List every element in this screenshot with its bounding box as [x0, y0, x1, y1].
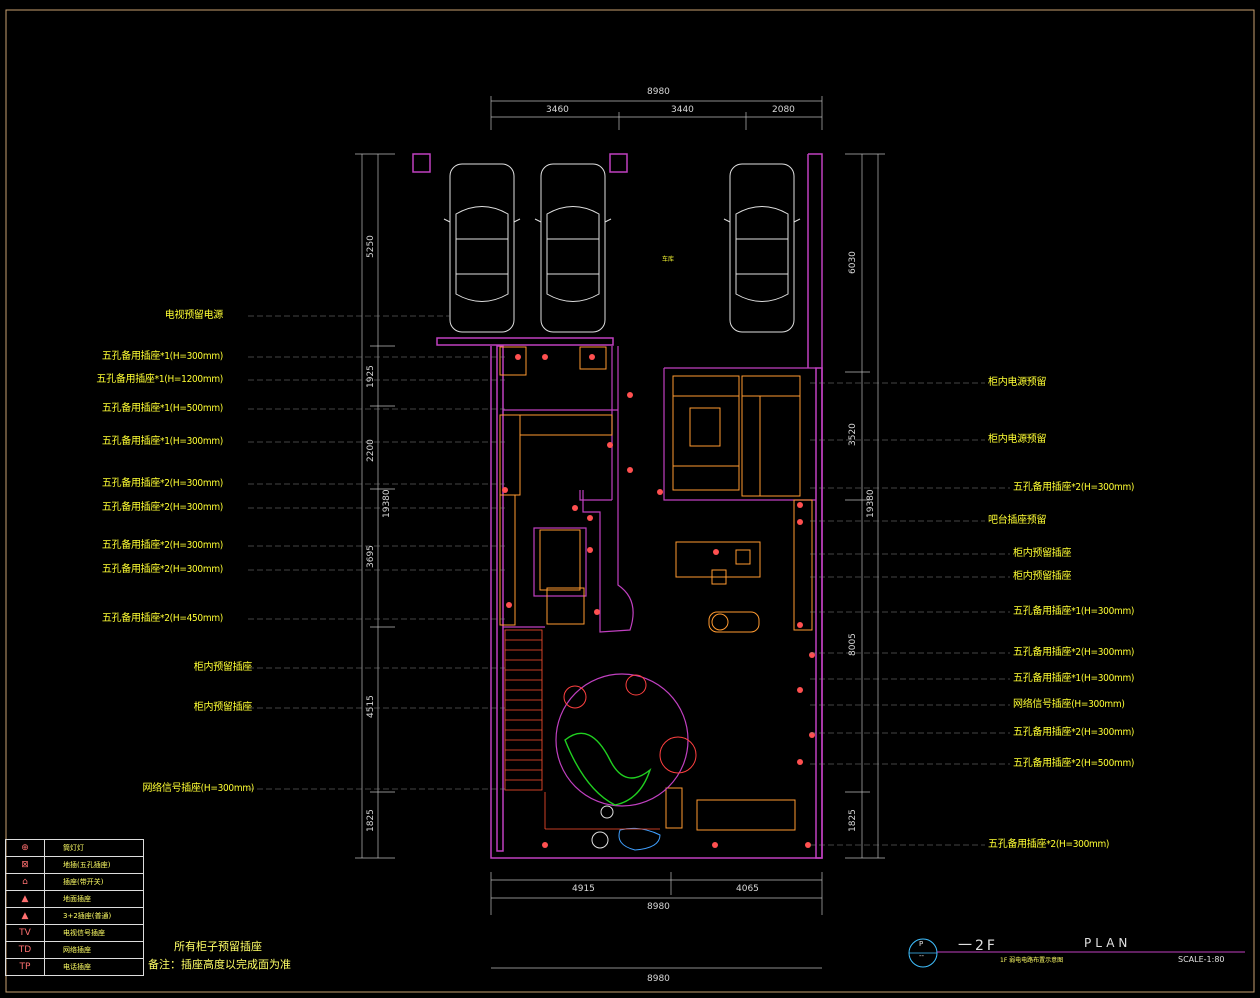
dim-left-part: 4515 — [366, 695, 376, 718]
staircase — [504, 629, 543, 791]
phone-socket-icon: TP — [6, 959, 45, 975]
parked-cars — [443, 163, 801, 333]
left-label: 柜内预留插座 — [193, 662, 253, 673]
right-label: 柜内电源预留 — [988, 377, 1047, 388]
legend-text: 筒灯灯 — [63, 844, 84, 852]
furniture-cabinets — [499, 346, 813, 831]
network-socket-icon: TD — [6, 942, 45, 958]
legend-row: ⊠ 地插(五孔插座) — [6, 857, 143, 874]
dim-right-part: 6030 — [848, 251, 858, 274]
right-label: 五孔备用插座*2(H=300mm) — [988, 839, 1110, 850]
dim-right-total: 19380 — [866, 489, 876, 518]
note-line-1: 所有柜子预留插座 — [174, 940, 262, 953]
right-label: 五孔备用插座*2(H=500mm) — [1013, 758, 1135, 769]
left-label: 网络信号插座(H=300mm) — [142, 783, 254, 794]
floor-title: 一2F — [958, 938, 998, 954]
right-label: 五孔备用插座*1(H=300mm) — [1013, 673, 1135, 684]
legend-text: 3+2插座(普通) — [63, 912, 112, 920]
dim-right-part: 8005 — [848, 633, 858, 656]
left-label: 五孔备用插座*2(H=300mm) — [101, 540, 223, 551]
legend-text: 插座(带开关) — [63, 878, 104, 886]
title-symbol: P — [919, 940, 924, 948]
legend-row: ▲ 3+2插座(普通) — [6, 908, 143, 925]
right-dimension — [845, 153, 885, 859]
right-label: 五孔备用插座*1(H=300mm) — [1013, 606, 1135, 617]
floor-box-icon: ⊠ — [6, 857, 45, 873]
dim-bottom-part: 4065 — [736, 884, 759, 894]
dim-top-part: 3440 — [671, 105, 694, 115]
dim-top-part: 3460 — [546, 105, 569, 115]
dim-right-part: 1825 — [848, 809, 858, 832]
exterior-walls — [412, 153, 823, 859]
right-label: 柜内预留插座 — [1013, 548, 1072, 559]
left-label: 五孔备用插座*1(H=300mm) — [101, 351, 223, 362]
left-label: 五孔备用插座*2(H=300mm) — [101, 478, 223, 489]
legend-table: ⊕ 筒灯灯 ⊠ 地插(五孔插座) ⌂ 插座(带开关) ▲ 地面插座 ▲ 3+2插座(普通)… — [5, 839, 144, 976]
three-two-socket-icon: ▲ — [6, 908, 45, 924]
interior-walls — [503, 346, 816, 633]
dim-left-part: 2200 — [366, 439, 376, 462]
top-dimension — [490, 96, 823, 130]
left-label: 五孔备用插座*1(H=300mm) — [101, 436, 223, 447]
right-label: 网络信号插座(H=300mm) — [1013, 699, 1125, 710]
plan-title: PLAN — [1084, 936, 1132, 950]
dim-right-part: 3520 — [848, 423, 858, 446]
sheet-border — [5, 9, 1255, 993]
title-block — [908, 938, 1245, 968]
legend-row: TV 电视信号插座 — [6, 925, 143, 942]
dim-left-part: 1825 — [366, 809, 376, 832]
dim-bottom-part: 4915 — [572, 884, 595, 894]
legend-text: 电话插座 — [63, 963, 91, 971]
left-label: 五孔备用插座*2(H=300mm) — [101, 502, 223, 513]
right-label: 吧台插座预留 — [988, 515, 1047, 526]
right-label: 柜内预留插座 — [1013, 571, 1072, 582]
bottom-walkway — [544, 792, 660, 830]
right-label: 五孔备用插座*2(H=300mm) — [1013, 647, 1135, 658]
garage-area-label: 车库 — [662, 256, 675, 263]
dim-left-part: 3695 — [366, 545, 376, 568]
socket-markers — [502, 354, 815, 848]
bottom-dimension — [490, 872, 823, 969]
drawing-scale: SCALE-1:80 — [1178, 955, 1225, 964]
left-label: 五孔备用插座*2(H=300mm) — [101, 564, 223, 575]
legend-text: 地面插座 — [63, 895, 91, 903]
dim-bottom-total-2: 8980 — [647, 974, 670, 984]
left-label: 电视预留电源 — [164, 310, 224, 321]
right-label: 柜内电源预留 — [988, 434, 1047, 445]
right-label: 五孔备用插座*2(H=300mm) — [1013, 482, 1135, 493]
drawing-subtitle: 1F 弱电电路布置示意图 — [1000, 957, 1064, 964]
legend-text: 地插(五孔插座) — [63, 861, 111, 869]
dim-left-part: 1925 — [366, 365, 376, 388]
dim-top-total: 8980 — [647, 87, 670, 97]
legend-text: 电视信号插座 — [63, 929, 105, 937]
left-label: 五孔备用插座*1(H=500mm) — [101, 403, 223, 414]
legend-row: ⌂ 插座(带开关) — [6, 874, 143, 891]
left-label: 五孔备用插座*2(H=450mm) — [101, 613, 223, 624]
right-label: 五孔备用插座*2(H=300mm) — [1013, 727, 1135, 738]
dim-left-part: 5250 — [366, 235, 376, 258]
legend-row: TP 电话插座 — [6, 959, 143, 975]
left-label: 五孔备用插座*1(H=1200mm) — [96, 374, 223, 385]
dim-bottom-total: 8980 — [647, 902, 670, 912]
legend-row: ⊕ 筒灯灯 — [6, 840, 143, 857]
tv-socket-icon: TV — [6, 925, 45, 941]
title-symbol-sub: -- — [919, 952, 925, 960]
left-label: 柜内预留插座 — [193, 702, 253, 713]
legend-row: ▲ 地面插座 — [6, 891, 143, 908]
floor-socket-icon: ▲ — [6, 891, 45, 907]
socket-switch-icon: ⌂ — [6, 874, 45, 890]
spot-light-icon: ⊕ — [6, 840, 45, 856]
note-line-2: 备注：插座高度以完成面为准 — [148, 958, 291, 971]
legend-row: TD 网络插座 — [6, 942, 143, 959]
left-dimension — [355, 153, 395, 859]
lounge-area — [555, 613, 729, 851]
dim-left-total: 19380 — [382, 489, 392, 518]
dim-top-part: 2080 — [772, 105, 795, 115]
legend-text: 网络插座 — [63, 946, 91, 954]
leader-lines — [248, 315, 1010, 846]
